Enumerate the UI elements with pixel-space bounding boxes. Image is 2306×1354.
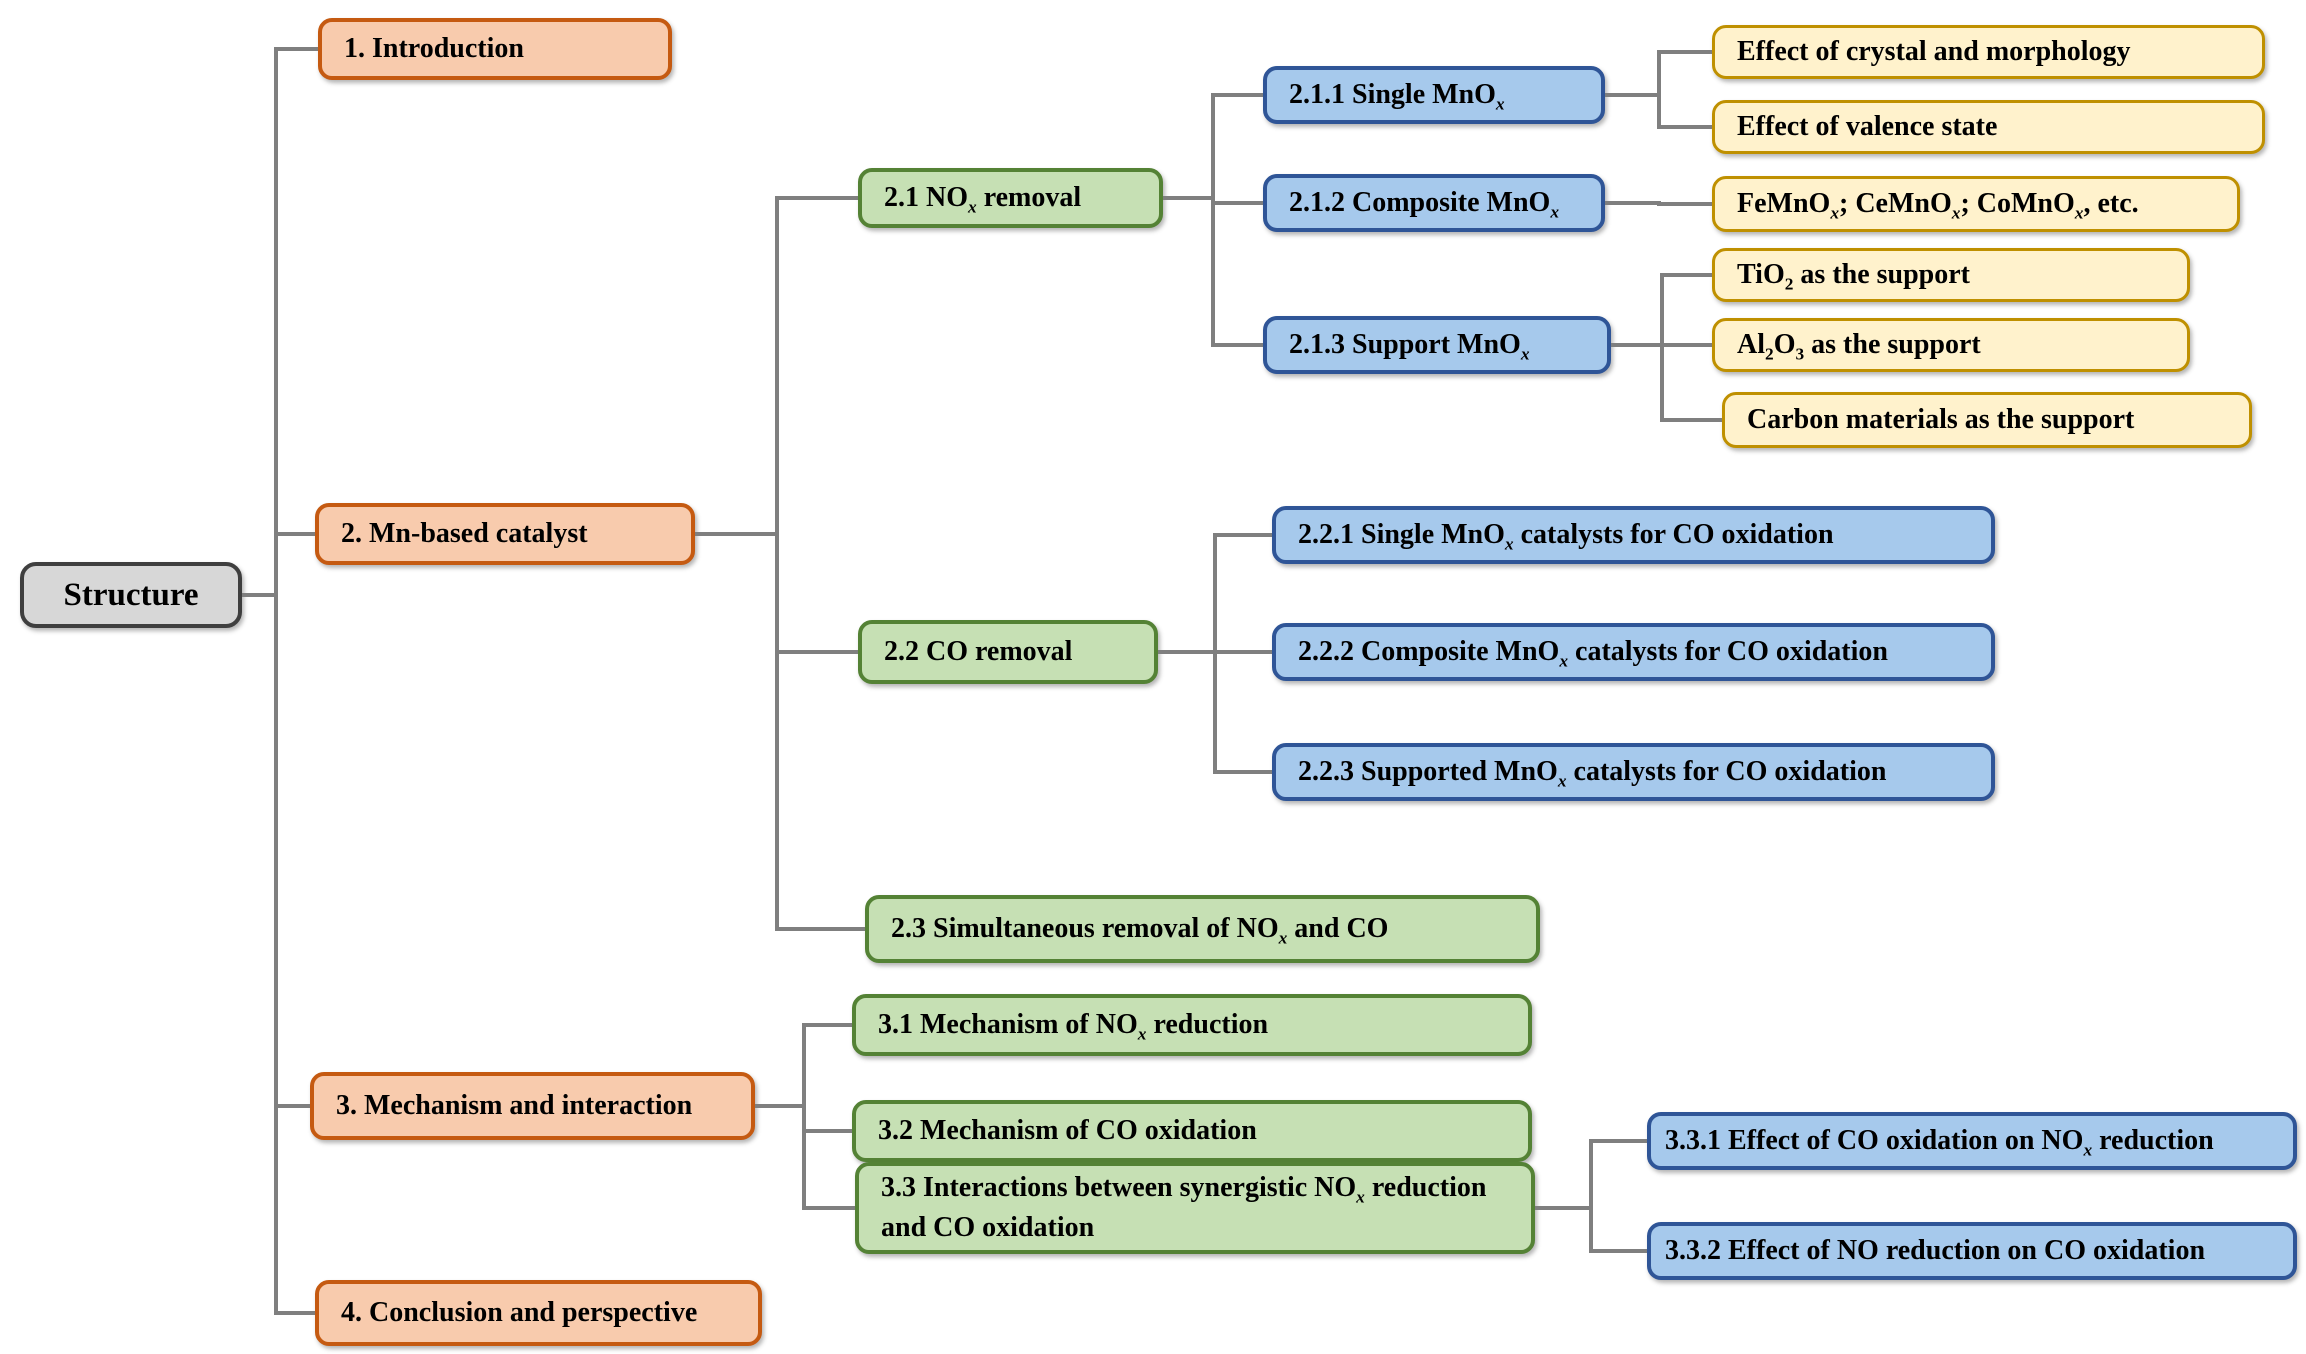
connector-sec2-trunk	[775, 196, 779, 931]
connector-structure-trunk	[274, 47, 278, 1315]
node-sec2-2-3: 2.2.3 Supported MnOx catalysts for CO ox…	[1272, 743, 1995, 801]
connector-structure-to-sec2	[274, 532, 315, 536]
connector-sec2-2-to-sec2-2-3	[1213, 770, 1272, 774]
node-sec2-3: 2.3 Simultaneous removal of NOx and CO	[865, 895, 1540, 963]
node-label: TiO2 as the support	[1737, 259, 1971, 294]
connector-structure-to-sec4	[274, 1311, 315, 1315]
node-label: 3. Mechanism and interaction	[336, 1090, 693, 1121]
connector-sec2-1-2-stem	[1605, 201, 1661, 205]
node-sec2-1-2: 2.1.2 Composite MnOx	[1263, 174, 1605, 232]
node-sec2-2-1: 2.2.1 Single MnOx catalysts for CO oxida…	[1272, 506, 1995, 564]
node-label: 4. Conclusion and perspective	[341, 1297, 698, 1328]
node-leaf-crystal: Effect of crystal and morphology	[1712, 25, 2265, 79]
node-label: 2.1.1 Single MnOx	[1289, 79, 1505, 114]
node-leaf-al2o3: Al2O3 as the support	[1712, 318, 2190, 372]
node-sec3-2: 3.2 Mechanism of CO oxidation	[852, 1100, 1532, 1162]
node-leaf-valence: Effect of valence state	[1712, 100, 2265, 154]
node-label: 3.1 Mechanism of NOx reduction	[878, 1009, 1269, 1044]
connector-sec3-3-stem	[1535, 1206, 1593, 1210]
node-sec2: 2. Mn-based catalyst	[315, 503, 695, 565]
connector-sec3-3-to-sec3-3-1	[1589, 1139, 1647, 1143]
node-label: 2. Mn-based catalyst	[341, 518, 588, 549]
node-label: 1. Introduction	[344, 33, 524, 64]
node-sec1: 1. Introduction	[318, 18, 672, 80]
connector-sec2-to-sec2-2	[775, 650, 858, 654]
connector-structure-to-sec3	[274, 1104, 310, 1108]
node-label: 2.1.3 Support MnOx	[1289, 329, 1530, 364]
connector-sec2-1-stem	[1163, 196, 1215, 200]
node-leaf-composite: FeMnOx; CeMnOx; CoMnOx, etc.	[1712, 176, 2240, 232]
connector-sec2-to-sec2-3	[775, 927, 865, 931]
node-label: Effect of valence state	[1737, 111, 1998, 142]
connector-sec2-1-to-sec2-1-2	[1211, 201, 1263, 205]
node-label: 3.3 Interactions between synergistic NOx…	[881, 1172, 1487, 1243]
connector-sec2-2-stem	[1158, 650, 1217, 654]
node-label: 2.1 NOx removal	[884, 182, 1082, 217]
node-sec2-2: 2.2 CO removal	[858, 620, 1158, 684]
connector-sec2-stem	[695, 532, 779, 536]
node-label: Al2O3 as the support	[1737, 329, 1981, 364]
connector-sec2-1-3-stem	[1611, 343, 1664, 347]
connector-sec2-1-to-sec2-1-3	[1211, 343, 1263, 347]
connector-sec2-1-1-to-leaf-valence	[1657, 125, 1712, 129]
connector-sec3-to-sec3-2	[802, 1129, 852, 1133]
node-label: 3.3.1 Effect of CO oxidation on NOx redu…	[1665, 1125, 2214, 1160]
node-label: 2.2 CO removal	[884, 636, 1073, 667]
connector-sec2-1-trunk	[1211, 93, 1215, 347]
node-label: 3.2 Mechanism of CO oxidation	[878, 1115, 1257, 1146]
connector-sec2-1-2-to-leaf-composite	[1657, 202, 1712, 206]
connector-sec2-2-to-sec2-2-1	[1213, 533, 1272, 537]
node-sec2-1-3: 2.1.3 Support MnOx	[1263, 316, 1611, 374]
connector-sec2-to-sec2-1	[775, 196, 858, 200]
connector-sec2-1-1-to-leaf-crystal	[1657, 50, 1712, 54]
connector-sec2-1-to-sec2-1-1	[1211, 93, 1263, 97]
node-sec3-3-1: 3.3.1 Effect of CO oxidation on NOx redu…	[1647, 1112, 2297, 1170]
connector-sec3-stem	[755, 1104, 806, 1108]
node-sec2-1-1: 2.1.1 Single MnOx	[1263, 66, 1605, 124]
connector-sec2-1-3-to-leaf-al2o3	[1660, 343, 1712, 347]
connector-sec2-1-3-to-leaf-tio2	[1660, 273, 1712, 277]
connector-structure-to-sec1	[274, 47, 318, 51]
node-sec2-2-2: 2.2.2 Composite MnOx catalysts for CO ox…	[1272, 623, 1995, 681]
node-sec3-1: 3.1 Mechanism of NOx reduction	[852, 994, 1532, 1056]
connector-sec3-3-to-sec3-3-2	[1589, 1249, 1647, 1253]
node-leaf-carbon: Carbon materials as the support	[1722, 392, 2252, 448]
node-sec3-3-2: 3.3.2 Effect of NO reduction on CO oxida…	[1647, 1222, 2297, 1280]
node-sec3-3: 3.3 Interactions between synergistic NOx…	[855, 1162, 1535, 1254]
connector-sec2-1-3-to-leaf-carbon	[1660, 418, 1722, 422]
node-sec3: 3. Mechanism and interaction	[310, 1072, 755, 1140]
node-label: Effect of crystal and morphology	[1737, 36, 2131, 67]
node-label: 2.2.1 Single MnOx catalysts for CO oxida…	[1298, 519, 1834, 554]
connector-sec2-1-1-stem	[1605, 93, 1661, 97]
connector-sec3-to-sec3-3	[802, 1206, 855, 1210]
node-sec4: 4. Conclusion and perspective	[315, 1280, 762, 1346]
connector-sec2-1-3-trunk	[1660, 273, 1664, 422]
connector-sec3-to-sec3-1	[802, 1023, 852, 1027]
connector-sec3-3-trunk	[1589, 1139, 1593, 1253]
node-label: FeMnOx; CeMnOx; CoMnOx, etc.	[1737, 188, 2139, 223]
node-structure: Structure	[20, 562, 242, 628]
node-label: 2.1.2 Composite MnOx	[1289, 187, 1560, 222]
connector-sec2-2-to-sec2-2-2	[1213, 650, 1272, 654]
node-label: 3.3.2 Effect of NO reduction on CO oxida…	[1665, 1235, 2206, 1266]
node-label: Carbon materials as the support	[1747, 404, 2135, 435]
node-label: 2.2.3 Supported MnOx catalysts for CO ox…	[1298, 756, 1887, 791]
node-sec2-1: 2.1 NOx removal	[858, 168, 1163, 228]
node-label: 2.2.2 Composite MnOx catalysts for CO ox…	[1298, 636, 1888, 671]
node-label: Structure	[63, 576, 199, 613]
connector-sec3-trunk	[802, 1023, 806, 1210]
connector-sec2-1-1-trunk	[1657, 50, 1661, 129]
node-leaf-tio2: TiO2 as the support	[1712, 248, 2190, 302]
connector-structure-stem	[242, 593, 278, 597]
node-label: 2.3 Simultaneous removal of NOx and CO	[891, 913, 1389, 948]
